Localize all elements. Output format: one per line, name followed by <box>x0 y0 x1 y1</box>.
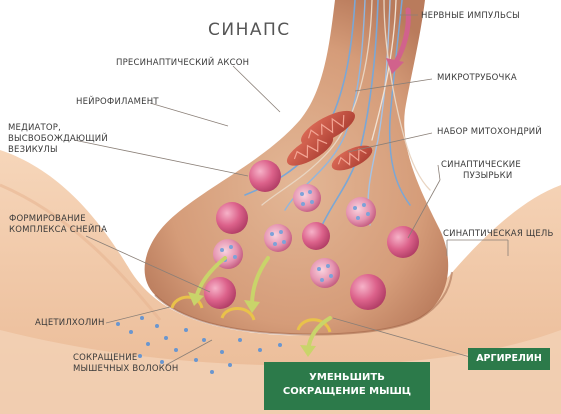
diagram-title: СИНАПС <box>208 20 291 40</box>
argireline-badge: АРГИРЕЛИН <box>468 348 550 370</box>
label-acetylcholine: АЦЕТИЛХОЛИН <box>35 318 105 329</box>
label-synaptic-cleft: СИНАПТИЧЕСКАЯ ЩЕЛЬ <box>443 229 554 240</box>
label-mitochondria: НАБОР МИТОХОНДРИЙ <box>437 127 542 138</box>
label-mediator-line2: ВЫСВОБОЖДАЮЩИЙ <box>8 134 108 145</box>
label-snare-formation: ФОРМИРОВАНИЕ КОМПЛЕКСА СНЕЙПА <box>9 214 107 236</box>
reduce-badge-line1: УМЕНЬШИТЬ <box>264 371 430 385</box>
label-nerve-impulses: НЕРВНЫЕ ИМПУЛЬСЫ <box>421 11 520 22</box>
label-synaptic-vesicles: СИНАПТИЧЕСКИЕ ПУЗЫРЬКИ <box>441 160 521 182</box>
label-neurofilament: НЕЙРОФИЛАМЕНТ <box>76 97 159 108</box>
label-muscle-contraction: СОКРАЩЕНИЕ МЫШЕЧНЫХ ВОЛОКОН <box>73 353 178 375</box>
label-mediator-line1: МЕДИАТОР, <box>8 123 108 134</box>
label-presynaptic-axon: ПРЕСИНАПТИЧЕСКИЙ АКСОН <box>116 58 249 69</box>
label-microtubule: МИКРОТРУБОЧКА <box>437 73 517 84</box>
label-mediator: МЕДИАТОР, ВЫСВОБОЖДАЮЩИЙ ВЕЗИКУЛЫ <box>8 123 108 156</box>
label-vesicles-line1: СИНАПТИЧЕСКИЕ <box>441 160 521 171</box>
label-snare-line2: КОМПЛЕКСА СНЕЙПА <box>9 225 107 236</box>
axon-terminal <box>145 0 452 334</box>
reduce-badge-line2: СОКРАЩЕНИЕ МЫШЦ <box>264 385 430 399</box>
reduce-contraction-badge: УМЕНЬШИТЬ СОКРАЩЕНИЕ МЫШЦ <box>264 362 430 410</box>
label-contraction-line1: СОКРАЩЕНИЕ <box>73 353 178 364</box>
label-contraction-line2: МЫШЕЧНЫХ ВОЛОКОН <box>73 364 178 375</box>
label-vesicles-line2: ПУЗЫРЬКИ <box>441 171 521 182</box>
label-mediator-line3: ВЕЗИКУЛЫ <box>8 145 108 156</box>
label-snare-line1: ФОРМИРОВАНИЕ <box>9 214 107 225</box>
